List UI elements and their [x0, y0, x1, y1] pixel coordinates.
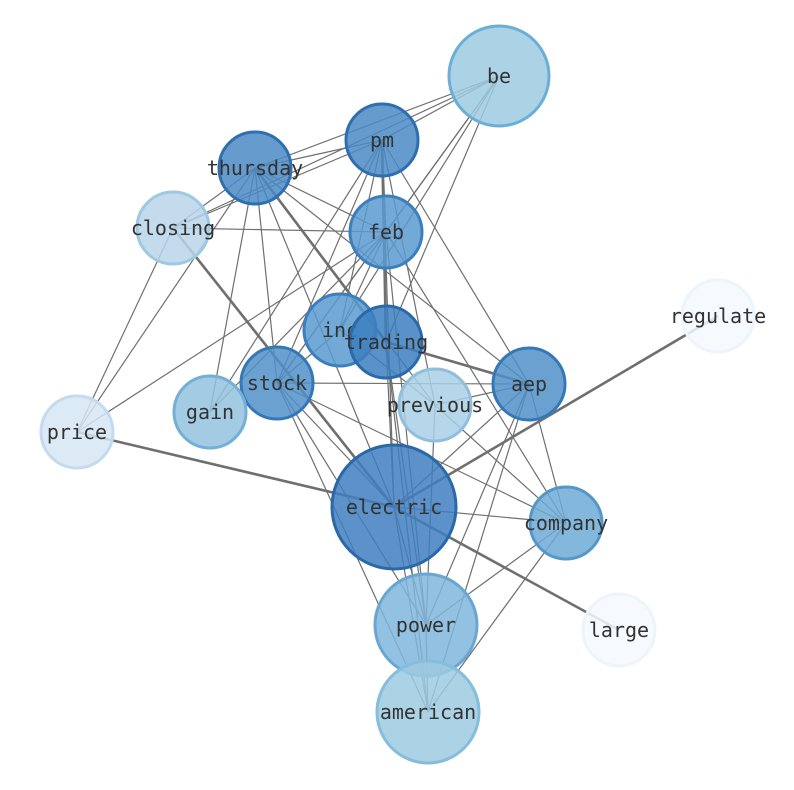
node-circle-regulate	[680, 278, 756, 354]
edge-pm-previous	[381, 139, 436, 406]
node-label-regulate: regulate	[670, 304, 766, 328]
edge-pm-stock	[276, 139, 383, 384]
node-circle-feb	[348, 194, 424, 270]
node-label-gain: gain	[186, 400, 234, 424]
edge-feb-gain	[209, 231, 387, 413]
edge-closing-price	[76, 227, 174, 433]
edge-feb-price	[76, 231, 387, 433]
edge-thursday-price	[76, 167, 256, 433]
node-feb[interactable]: feb	[348, 194, 424, 270]
node-circle-gain	[172, 374, 248, 450]
node-label-aep: aep	[511, 372, 547, 396]
node-circle-price	[39, 394, 115, 470]
edge-pm-aep	[381, 139, 530, 385]
node-aep[interactable]: aep	[491, 346, 567, 422]
node-price[interactable]: price	[39, 394, 115, 470]
node-label-stock: stock	[247, 371, 307, 395]
node-label-price: price	[47, 420, 107, 444]
node-label-american: american	[380, 700, 476, 724]
node-large[interactable]: large	[581, 592, 657, 668]
node-circle-closing	[135, 190, 211, 266]
node-stock[interactable]: stock	[239, 345, 315, 421]
node-circle-american	[375, 659, 481, 765]
node-company[interactable]: company	[524, 485, 608, 561]
edge-thursday-aep	[254, 167, 530, 385]
node-circle-thursday	[217, 130, 293, 206]
node-label-large: large	[589, 618, 649, 642]
node-label-thursday: thursday	[207, 156, 303, 180]
node-label-feb: feb	[368, 220, 404, 244]
node-circle-electric	[330, 443, 458, 571]
node-electric[interactable]: electric	[330, 443, 458, 571]
node-pm[interactable]: pm	[344, 102, 420, 178]
node-circle-previous	[397, 367, 473, 443]
edge-feb-company	[385, 231, 567, 524]
node-circle-stock	[239, 345, 315, 421]
node-label-trading: trading	[344, 330, 428, 354]
node-previous[interactable]: previous	[387, 367, 483, 443]
edge-thursday-gain	[209, 167, 256, 413]
node-label-be: be	[487, 64, 511, 88]
node-circle-pm	[344, 102, 420, 178]
node-american[interactable]: american	[375, 659, 481, 765]
node-label-company: company	[524, 511, 608, 535]
edge-be-closing	[172, 75, 500, 229]
node-trading[interactable]: trading	[344, 304, 428, 380]
node-gain[interactable]: gain	[172, 374, 248, 450]
node-regulate[interactable]: regulate	[670, 278, 766, 354]
node-circle-be	[447, 24, 551, 128]
node-circle-large	[581, 592, 657, 668]
node-label-pm: pm	[370, 128, 394, 152]
node-circle-aep	[491, 346, 567, 422]
node-label-electric: electric	[346, 495, 442, 519]
edge-pm-gain	[209, 139, 383, 413]
node-label-power: power	[396, 613, 456, 637]
node-circle-trading	[348, 304, 424, 380]
edge-stock-aep	[276, 382, 530, 385]
node-power[interactable]: power	[373, 572, 479, 678]
node-label-previous: previous	[387, 393, 483, 417]
node-circle-company	[528, 485, 604, 561]
node-thursday[interactable]: thursday	[207, 130, 303, 206]
node-label-closing: closing	[131, 216, 215, 240]
node-be[interactable]: be	[447, 24, 551, 128]
node-closing[interactable]: closing	[131, 190, 215, 266]
